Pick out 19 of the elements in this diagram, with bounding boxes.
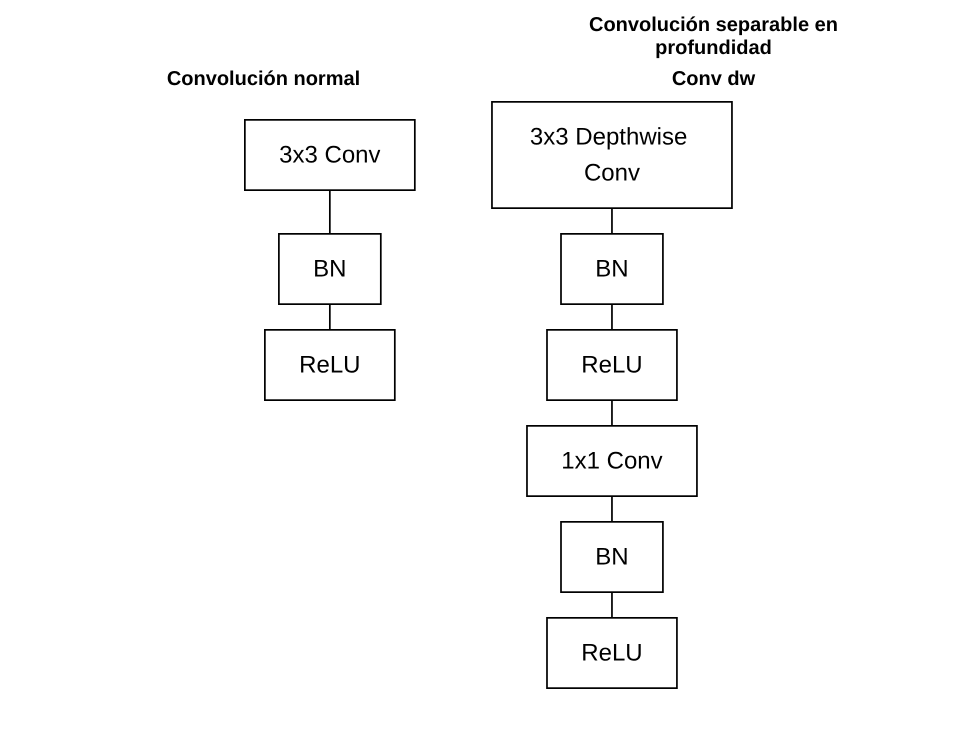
connector: [611, 400, 613, 426]
node-box: ReLU: [546, 329, 678, 401]
node-box: ReLU: [264, 329, 396, 401]
node-box: 3x3 Conv: [244, 119, 416, 191]
node-box: ReLU: [546, 617, 678, 689]
connector: [329, 304, 331, 330]
connector: [611, 592, 613, 618]
column-heading: Convolución separable en profundidad: [588, 14, 839, 60]
connector: [611, 304, 613, 330]
node-box: BN: [560, 521, 664, 593]
node-box: 1x1 Conv: [526, 425, 698, 497]
connector: [329, 190, 331, 234]
node-box: 3x3 Depthwise Conv: [491, 101, 733, 209]
node-box: BN: [560, 233, 664, 305]
column-heading: Conv dw: [672, 68, 756, 91]
column-heading: Convolución normal: [166, 68, 360, 91]
node-box: BN: [278, 233, 382, 305]
connector: [611, 496, 613, 522]
connector: [611, 208, 613, 234]
